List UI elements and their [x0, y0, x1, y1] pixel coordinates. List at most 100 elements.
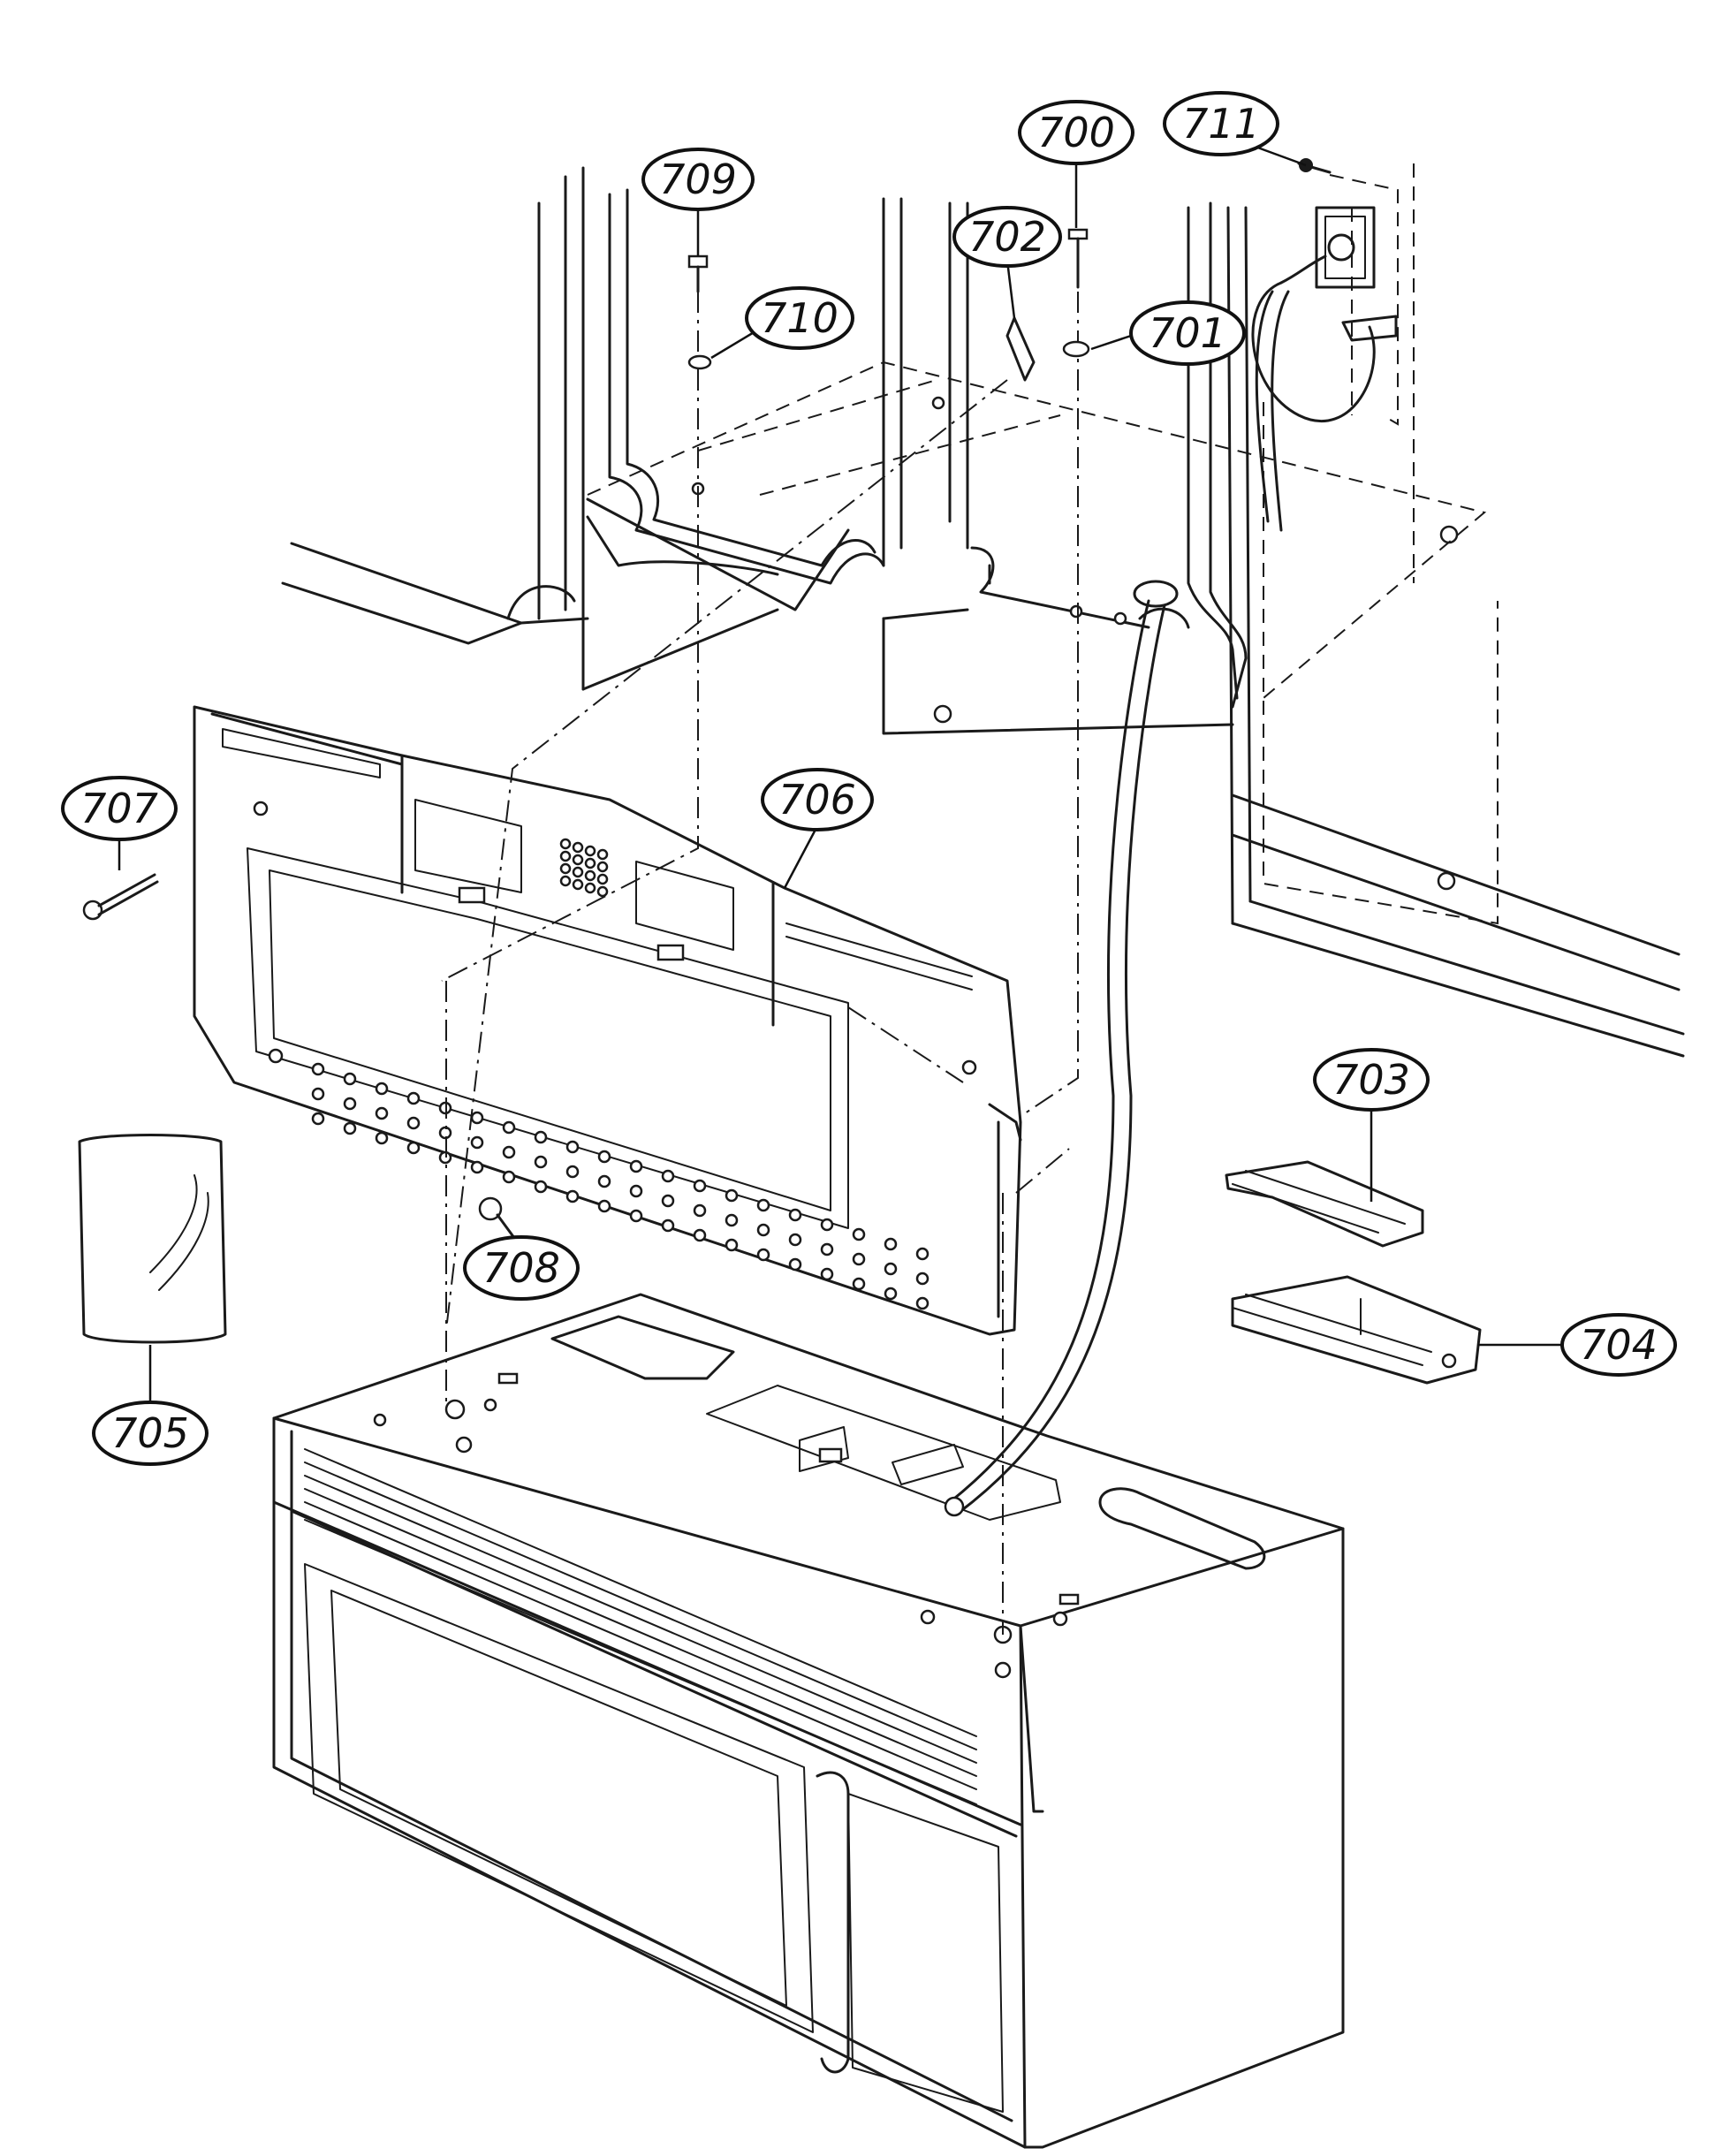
duct-adaptor-704 [1231, 1275, 1482, 1385]
plate-hole [375, 1082, 389, 1096]
plate-hole [502, 1170, 516, 1184]
plate-hole [597, 1174, 611, 1188]
plate-hole [534, 1180, 548, 1194]
plate-hole [820, 1242, 834, 1256]
plate-hole [725, 1238, 739, 1252]
callout-702: 702 [952, 206, 1062, 268]
plate-hole [343, 1072, 357, 1086]
plate-hole [565, 1165, 580, 1179]
plate-hole [756, 1248, 770, 1262]
callout-708: 708 [463, 1235, 580, 1301]
damper-703 [1225, 1160, 1424, 1248]
callout-707: 707 [61, 776, 178, 841]
plate-hole [820, 1267, 834, 1281]
callout-705-text: 705 [111, 1409, 189, 1457]
plate-hole [534, 1155, 548, 1169]
plate-hole [915, 1247, 929, 1261]
plate-hole [375, 1106, 389, 1120]
plate-hole [597, 1150, 611, 1164]
plate-hole [470, 1160, 484, 1174]
plate-hole [502, 1120, 516, 1135]
plate-hole [572, 841, 584, 854]
plate-hole [884, 1237, 898, 1251]
plate-hole [884, 1287, 898, 1301]
plate-hole [406, 1141, 421, 1155]
callout-711-text: 711 [1182, 100, 1260, 148]
plate-hole [756, 1198, 770, 1212]
plate-hole [915, 1296, 929, 1310]
callout-711: 711 [1163, 91, 1279, 156]
plate-hole [572, 878, 584, 891]
plate-hole [565, 1140, 580, 1154]
callout-703-text: 703 [1332, 1056, 1410, 1104]
plate-hole [584, 857, 596, 869]
callout-709: 709 [641, 148, 755, 211]
plate-hole [596, 861, 609, 873]
plate-hole [884, 1262, 898, 1276]
callout-700: 700 [1018, 100, 1134, 165]
plate-hole [852, 1252, 866, 1266]
callout-707-text: 707 [80, 785, 158, 832]
plate-hole [559, 850, 572, 862]
plate-hole [693, 1228, 707, 1242]
plate-hole [559, 862, 572, 875]
callout-702-text: 702 [968, 213, 1046, 261]
vent-grille [304, 1448, 977, 1805]
plate-hole [852, 1227, 866, 1241]
wall-outlet-and-power-cord [948, 206, 1398, 1515]
plate-hole [756, 1223, 770, 1237]
plate-hole [559, 875, 572, 887]
plate-hole [559, 838, 572, 850]
callout-710: 710 [745, 286, 854, 350]
plate-hole [788, 1208, 802, 1222]
callout-703: 703 [1313, 1048, 1430, 1112]
plate-hole [629, 1184, 643, 1198]
callout-706-text: 706 [778, 776, 856, 824]
plate-hole [572, 854, 584, 866]
plate-hole [915, 1272, 929, 1286]
plate-hole [343, 1097, 357, 1111]
plate-hole [311, 1112, 325, 1126]
plate-hole [596, 885, 609, 898]
plate-hole [725, 1213, 739, 1227]
callout-700-text: 700 [1037, 109, 1115, 156]
plate-hole [597, 1199, 611, 1213]
plate-hole [596, 848, 609, 861]
plate-hole [629, 1209, 643, 1223]
plate-hole [375, 1131, 389, 1145]
plate-hole [629, 1159, 643, 1173]
plate-hole [470, 1111, 484, 1125]
fastener-illustrations [82, 158, 1399, 1331]
plate-hole [725, 1188, 739, 1203]
plate-hole [693, 1179, 707, 1193]
microwave-oven [272, 1293, 1345, 2149]
plate-hole [534, 1130, 548, 1144]
callout-704: 704 [1560, 1313, 1677, 1377]
callout-706: 706 [761, 768, 874, 831]
plate-hole [661, 1169, 675, 1183]
wall-cabinet-illustration [281, 163, 1685, 1058]
callout-701: 701 [1129, 300, 1246, 366]
callout-709-text: 709 [659, 156, 737, 203]
callout-705: 705 [92, 1401, 209, 1466]
part-callouts: 700 701 702 703 704 705 [61, 91, 1677, 1466]
plate-hole [661, 1194, 675, 1208]
plate-hole [852, 1277, 866, 1291]
callout-708-text: 708 [482, 1244, 560, 1292]
plate-hole [820, 1218, 834, 1232]
plate-hole [406, 1116, 421, 1130]
plate-hole [584, 869, 596, 882]
plate-hole [470, 1135, 484, 1150]
plate-hole [596, 873, 609, 885]
plate-hole [311, 1062, 325, 1076]
plate-hole [311, 1087, 325, 1101]
plate-hole [584, 845, 596, 857]
plate-hole [788, 1233, 802, 1247]
callout-710-text: 710 [761, 294, 838, 342]
callout-704-text: 704 [1580, 1321, 1658, 1369]
mounting-plate-706 [193, 705, 1070, 1336]
plate-hole [343, 1121, 357, 1135]
plate-hole [661, 1218, 675, 1233]
callout-701-text: 701 [1149, 309, 1226, 357]
